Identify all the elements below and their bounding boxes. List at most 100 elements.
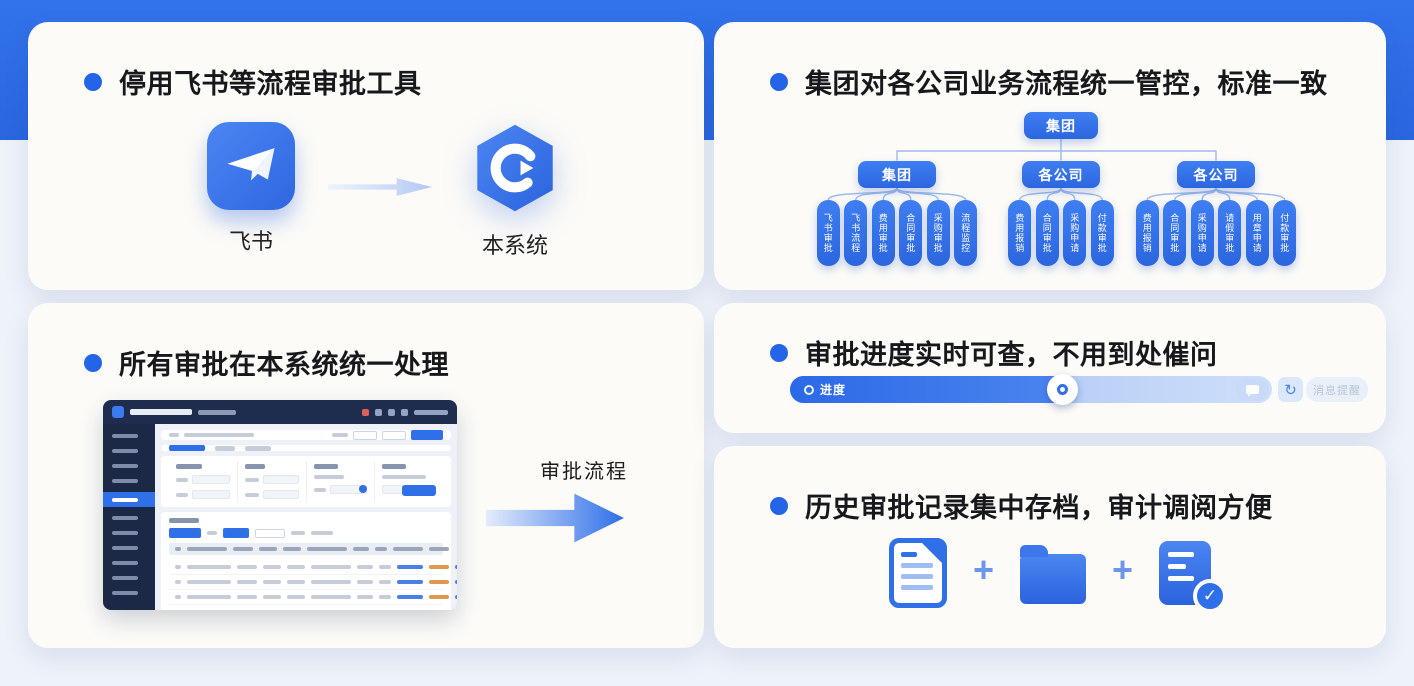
org-leaf-node: 飞书流程	[844, 200, 868, 266]
screenshot-main	[155, 424, 457, 610]
screenshot-breadcrumb	[161, 430, 451, 440]
org-node-level2: 各公司	[1177, 161, 1255, 188]
screenshot-sidebar-item	[103, 432, 155, 440]
progress-knob	[1047, 374, 1078, 405]
org-leaf-node: 合同审批	[1035, 200, 1059, 266]
comment-chip	[1236, 378, 1269, 401]
screenshot-table	[161, 512, 457, 610]
screenshot-tabs	[161, 445, 451, 451]
toolbar-icon	[375, 408, 382, 416]
screenshot-sidebar-item	[103, 574, 155, 582]
bullet-dot	[84, 72, 102, 91]
screenshot-filter-panel	[161, 456, 451, 507]
screenshot-sidebar-item	[103, 477, 155, 485]
org-node-root: 集团	[1024, 112, 1098, 139]
document-icon	[888, 538, 947, 608]
card-archive: 历史审批记录集中存档，审计调阅方便 + + ✓	[714, 446, 1386, 648]
card-title: 审批进度实时可查，不用到处催问	[805, 340, 1218, 370]
folder-icon	[1020, 545, 1086, 604]
org-leaf-node: 飞书审批	[816, 200, 840, 266]
screenshot-sidebar-item	[103, 529, 155, 537]
org-leaf-node: 付款审批	[1090, 200, 1114, 266]
screenshot-primary-button	[411, 430, 443, 440]
card-group-control: 集团对各公司业务流程统一管控，标准一致 集团 集团 各公司 各公司 飞书审批飞书…	[714, 22, 1386, 290]
org-leaf-node: 费用报销	[1008, 200, 1032, 266]
screenshot-sidebar-item	[103, 462, 155, 470]
audit-record-icon: ✓	[1159, 541, 1228, 613]
screenshot-toggle	[359, 485, 368, 493]
screenshot-sidebar	[103, 424, 155, 610]
org-leaf-node: 流程监控	[954, 200, 978, 266]
flow-arrow-label: 审批流程	[540, 461, 628, 483]
screenshot-sidebar-item	[103, 514, 155, 522]
screenshot-sidebar-item	[103, 447, 155, 455]
org-leaf-node: 费用审批	[871, 200, 895, 266]
reminder-label: 消息提醒	[1313, 384, 1361, 397]
notification-icon	[362, 408, 369, 416]
card-header: 集团对各公司业务流程统一管控，标准一致	[770, 62, 1328, 101]
screenshot-sidebar-item	[103, 492, 155, 507]
flow-arrow-icon	[486, 493, 624, 543]
feishu-label: 飞书	[228, 229, 273, 254]
sync-chip: ↻	[1278, 377, 1303, 402]
card-unified-processing: 所有审批在本系统统一处理	[28, 303, 704, 648]
org-leaf-node: 采购申请	[1063, 200, 1087, 266]
screenshot-sidebar-item	[103, 544, 155, 552]
system-label: 本系统	[481, 233, 548, 258]
org-leaf-node: 采购审批	[926, 200, 950, 266]
speech-bubble-icon	[1246, 385, 1259, 397]
card-title: 所有审批在本系统统一处理	[119, 350, 449, 380]
card-header: 所有审批在本系统统一处理	[84, 343, 449, 382]
system-app: 本系统	[460, 122, 570, 260]
org-leaf-node: 合同审批	[899, 200, 923, 266]
reminder-chip: 消息提醒	[1306, 377, 1368, 402]
bullet-dot	[770, 72, 788, 91]
bullet-dot	[770, 496, 788, 515]
screenshot-table-row	[169, 590, 457, 605]
system-logo-icon	[477, 124, 553, 212]
screenshot-search-button	[402, 485, 436, 496]
org-node-level2: 集团	[858, 161, 936, 188]
screenshot-action-button	[169, 528, 201, 538]
screenshot-table-row	[169, 575, 457, 590]
archive-icons-row: + + ✓	[714, 538, 1386, 613]
right-arrow-icon	[328, 178, 432, 196]
screenshot-table-row	[169, 605, 443, 610]
plus-sign: +	[972, 549, 994, 590]
progress-label: 进度	[820, 383, 847, 397]
screenshot-topbar	[103, 400, 457, 424]
card-progress-tracking: 审批进度实时可查，不用到处催问 进度 ↻ 消息提醒	[714, 303, 1386, 433]
screenshot-logo-icon	[112, 406, 124, 418]
feishu-app: 飞书	[196, 122, 306, 256]
sync-icon: ↻	[1284, 381, 1297, 399]
plus-sign: +	[1112, 549, 1134, 590]
progress-bar-fill: 进度	[790, 376, 1072, 403]
screenshot-table-row	[169, 560, 457, 575]
progress-bar-track: 进度	[790, 374, 1272, 405]
org-chart: 集团 集团 各公司 各公司 飞书审批飞书流程费用审批合同审批采购审批流程监控费用…	[714, 22, 1386, 290]
card-header: 审批进度实时可查，不用到处催问	[770, 333, 1218, 372]
org-connector-lines	[827, 138, 1286, 201]
org-leaf-node: 付款审批	[1273, 200, 1297, 266]
org-node-level2: 各公司	[1022, 161, 1100, 188]
card-title: 停用飞书等流程审批工具	[119, 69, 422, 99]
org-leaf-node: 采购申请	[1190, 200, 1214, 266]
card-header: 历史审批记录集中存档，审计调阅方便	[770, 486, 1273, 525]
org-leaf-node: 请假审批	[1218, 200, 1242, 266]
org-leaf-node: 合同审批	[1163, 200, 1187, 266]
toolbar-icon	[401, 408, 408, 416]
org-leaf-node: 费用报销	[1135, 200, 1159, 266]
card-title: 集团对各公司业务流程统一管控，标准一致	[805, 69, 1328, 99]
bullet-dot	[84, 353, 102, 372]
system-screenshot	[103, 400, 457, 610]
card-stop-feishu: 停用飞书等流程审批工具 飞书 本系统	[28, 22, 704, 290]
check-icon: ✓	[1193, 579, 1228, 613]
paper-plane-icon	[227, 148, 275, 181]
screenshot-sidebar-item	[103, 559, 155, 567]
feishu-logo-icon	[207, 122, 295, 210]
org-leaf-node: 用章申请	[1245, 200, 1269, 266]
card-title: 历史审批记录集中存档，审计调阅方便	[805, 493, 1273, 523]
toolbar-icon	[388, 408, 395, 416]
progress-ring-icon	[804, 384, 814, 395]
